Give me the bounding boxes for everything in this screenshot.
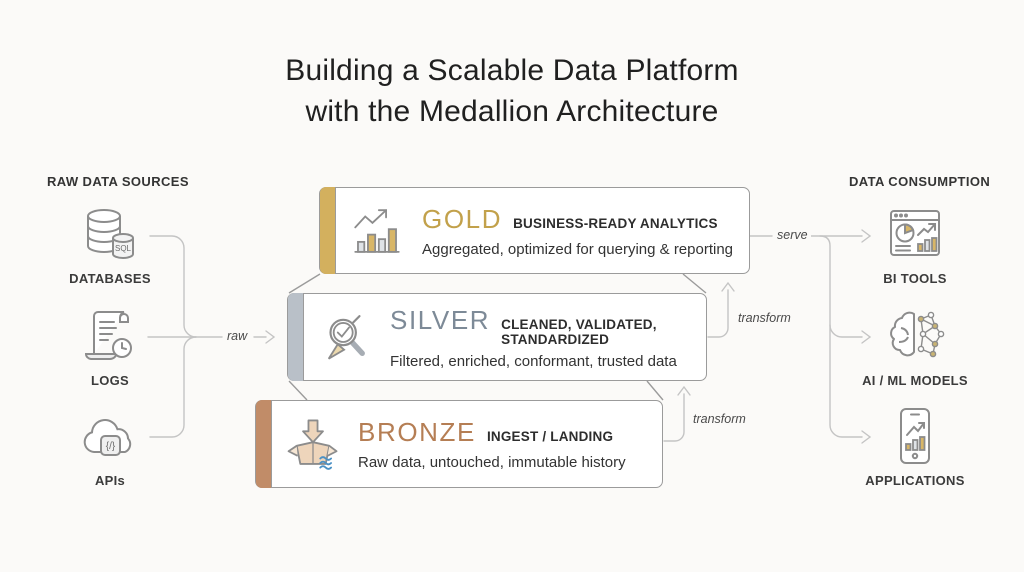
layer-name: SILVER (390, 304, 491, 335)
layer-description: Aggregated, optimized for querying & rep… (422, 240, 734, 258)
consumer-ai-ml: AI / ML MODELS (849, 304, 981, 388)
bronze-stripe (256, 400, 272, 488)
data-consumption-header: DATA CONSUMPTION (849, 174, 991, 189)
database-icon: SQL (87, 209, 134, 259)
wire-transform-lower (663, 393, 685, 442)
source-logs: LOGS (44, 304, 176, 388)
bi-tools-arrowhead (861, 229, 872, 243)
flow-label-transform-silver-gold: transform (735, 311, 794, 325)
layer-name: BRONZE (358, 417, 476, 447)
wire-databases (149, 235, 197, 338)
silver-clean-icon (327, 315, 365, 360)
consumer-applications: APPLICATIONS (849, 404, 981, 488)
applications-arrowhead (861, 430, 872, 444)
layer-description: Filtered, enriched, conformant, trusted … (390, 352, 677, 370)
source-label: DATABASES (69, 271, 151, 286)
sql-badge: SQL (115, 244, 132, 253)
layer-tagline: INGEST / LANDING (486, 429, 614, 444)
flow-label-raw: raw (224, 329, 251, 343)
consumer-bi-tools: BI TOOLS (849, 202, 981, 286)
transform-upper-arrowhead (721, 281, 735, 292)
bi-tools-icon (890, 210, 940, 256)
layer-tagline: CLEANED, VALIDATED, STANDARDIZED (501, 316, 657, 347)
ai-ml-icon (890, 311, 945, 358)
consumer-label: BI TOOLS (883, 271, 947, 286)
consumer-label: AI / ML MODELS (862, 373, 968, 388)
source-label: APIs (94, 473, 126, 488)
source-label: LOGS (90, 373, 130, 388)
wire-transform-upper (707, 289, 729, 338)
layer-tagline: BUSINESS-READY ANALYTICS (513, 215, 718, 231)
wire-serve-mid (829, 324, 863, 338)
bronze-ingest-icon (287, 419, 338, 470)
transform-lower-arrowhead (677, 385, 691, 396)
raw-arrowhead (265, 330, 276, 344)
flow-label-serve: serve (774, 228, 811, 242)
silver-layer-box: SILVER CLEANED, VALIDATED, STANDARDIZED … (287, 293, 707, 381)
gold-stripe (320, 187, 336, 274)
flow-label-transform-bronze-silver: transform (690, 412, 749, 426)
ai-ml-arrowhead (861, 330, 872, 344)
applications-icon (900, 408, 930, 464)
bronze-layer-box: BRONZE INGEST / LANDING Raw data, untouc… (255, 400, 663, 488)
code-glyph: {/} (106, 441, 116, 452)
wire-apis (149, 336, 197, 438)
source-apis: {/} APIs (44, 404, 176, 488)
source-databases: SQL DATABASES (44, 202, 176, 286)
diagonal-silver-bronze-left (288, 380, 308, 401)
diagonal-gold-silver-left (288, 273, 321, 294)
layer-name: GOLD (422, 203, 503, 234)
apis-icon: {/} (83, 419, 132, 456)
title-line-2: with the Medallion Architecture (305, 95, 719, 128)
title-line-1: Building a Scalable Data Platform (285, 54, 739, 87)
gold-chart-icon (354, 208, 400, 253)
layer-description: Raw data, untouched, immutable history (358, 454, 626, 471)
wire-serve-branch (819, 235, 863, 438)
diagonal-gold-silver-right (682, 273, 707, 294)
logs-icon (85, 311, 132, 360)
page-title: Building a Scalable Data Platform with t… (0, 50, 1024, 132)
raw-data-sources-header: RAW DATA SOURCES (47, 174, 189, 189)
gold-layer-box: GOLD BUSINESS-READY ANALYTICS Aggregated… (319, 187, 750, 274)
silver-stripe (288, 293, 304, 381)
consumer-label: APPLICATIONS (865, 473, 965, 488)
diagonal-silver-bronze-right (646, 380, 664, 401)
